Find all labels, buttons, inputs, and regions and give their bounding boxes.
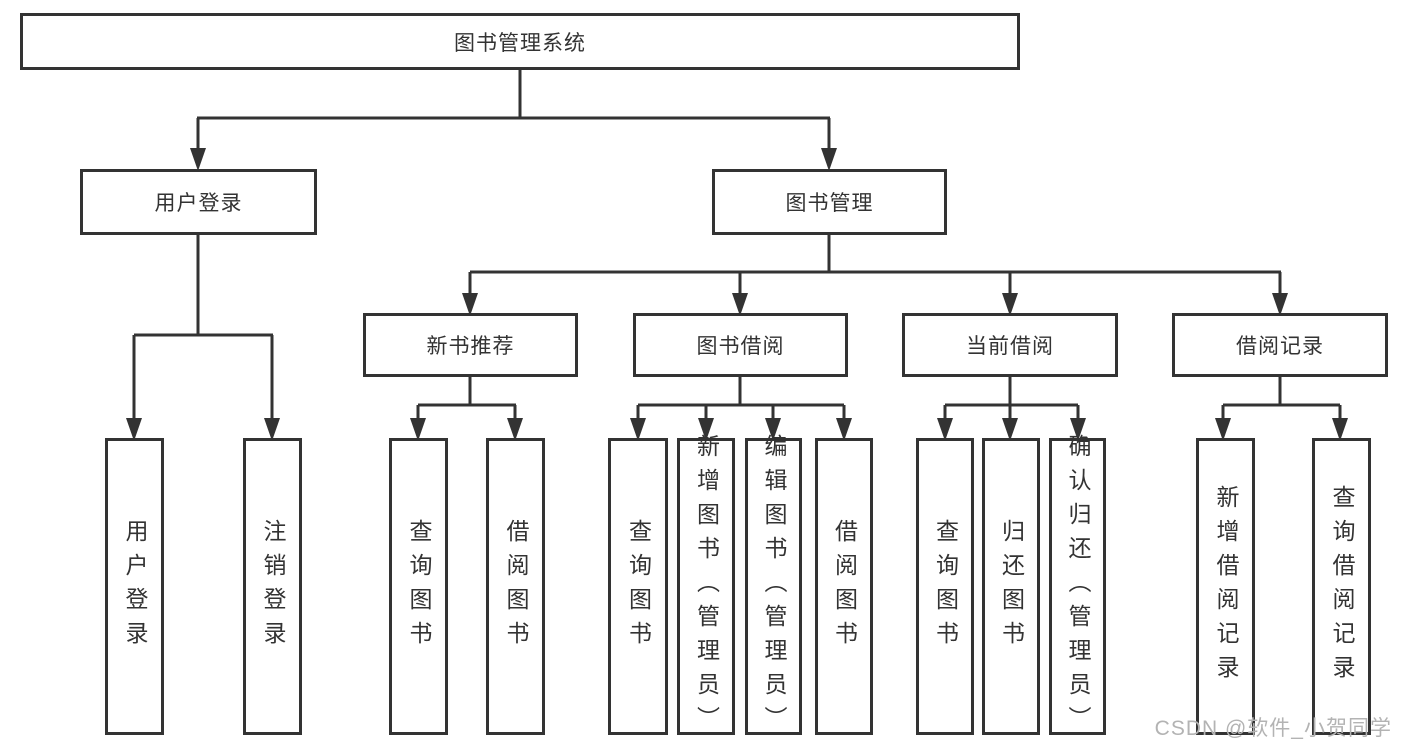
- arrow-down-icon: [698, 418, 714, 441]
- leaf-edit-books-admin: 编辑图书（管理员）: [745, 434, 802, 740]
- arrow-down-icon: [1070, 418, 1086, 441]
- leaf-label: 用户登录: [122, 518, 148, 655]
- node-current-borrowing: 当前借阅: [902, 313, 1118, 377]
- arrow-down-icon: [264, 418, 280, 441]
- leaf-label: 归还图书: [998, 518, 1025, 655]
- arrow-down-icon: [630, 418, 646, 441]
- leaf-label: 确认归还（管理员）: [1065, 433, 1091, 740]
- watermark-text: CSDN @软件_小贺同学: [1154, 717, 1392, 740]
- leaf-return-books: 归还图书: [982, 438, 1040, 735]
- leaf-label: 编辑图书（管理员）: [761, 433, 787, 740]
- leaf-confirm-return-admin: 确认归还（管理员）: [1049, 434, 1106, 740]
- leaf-logout-login: 注销登录: [243, 438, 302, 735]
- leaf-borrow-books: 借阅图书: [486, 438, 545, 735]
- leaf-borrow-books: 借阅图书: [815, 438, 873, 735]
- leaf-label: 查询借阅记录: [1329, 484, 1355, 689]
- leaf-label: 查询图书: [406, 518, 432, 655]
- arrow-down-icon: [765, 418, 781, 441]
- arrow-down-icon: [190, 148, 206, 171]
- node-book-management: 图书管理: [712, 169, 947, 235]
- arrow-down-icon: [1332, 418, 1348, 441]
- node-library-management-system: 图书管理系统: [20, 13, 1020, 70]
- node-new-book-recommendation: 新书推荐: [363, 313, 578, 377]
- node-borrowing-records: 借阅记录: [1172, 313, 1388, 377]
- arrow-down-icon: [1002, 293, 1018, 316]
- leaf-add-borrowing-record: 新增借阅记录: [1196, 438, 1255, 735]
- leaf-query-books: 查询图书: [916, 438, 974, 735]
- leaf-query-borrowing-record: 查询借阅记录: [1312, 438, 1371, 735]
- leaf-label: 借阅图书: [831, 518, 858, 655]
- node-label: 图书管理系统: [454, 31, 586, 55]
- arrow-down-icon: [462, 293, 478, 316]
- node-user-login: 用户登录: [80, 169, 317, 235]
- node-label: 当前借阅: [966, 335, 1054, 358]
- arrowheads: [126, 148, 1348, 441]
- node-label: 图书管理: [785, 192, 874, 215]
- node-label: 图书借阅: [696, 335, 785, 358]
- arrow-down-icon: [507, 418, 523, 441]
- arrow-down-icon: [1215, 418, 1231, 441]
- arrow-down-icon: [732, 293, 748, 316]
- arrow-down-icon: [410, 418, 426, 441]
- arrow-down-icon: [1272, 293, 1288, 316]
- leaf-query-books: 查询图书: [608, 438, 668, 735]
- leaf-label: 新增借阅记录: [1213, 484, 1239, 689]
- node-book-borrowing: 图书借阅: [633, 313, 848, 377]
- leaf-label: 借阅图书: [503, 518, 529, 655]
- arrow-down-icon: [937, 418, 953, 441]
- leaf-add-books-admin: 新增图书（管理员）: [677, 434, 735, 740]
- leaf-label: 查询图书: [932, 518, 959, 655]
- arrow-down-icon: [1002, 418, 1018, 441]
- arrow-down-icon: [821, 148, 837, 171]
- node-label: 借阅记录: [1236, 335, 1324, 358]
- leaf-label: 新增图书（管理员）: [693, 433, 720, 740]
- node-label: 新书推荐: [426, 335, 515, 358]
- arrow-down-icon: [836, 418, 852, 441]
- leaf-label: 查询图书: [625, 518, 652, 655]
- leaf-label: 注销登录: [260, 518, 286, 655]
- node-label: 用户登录: [154, 192, 243, 215]
- leaf-user-login: 用户登录: [105, 438, 164, 735]
- leaf-query-books: 查询图书: [389, 438, 448, 735]
- arrow-down-icon: [126, 418, 142, 441]
- connector-path: [132, 70, 1342, 424]
